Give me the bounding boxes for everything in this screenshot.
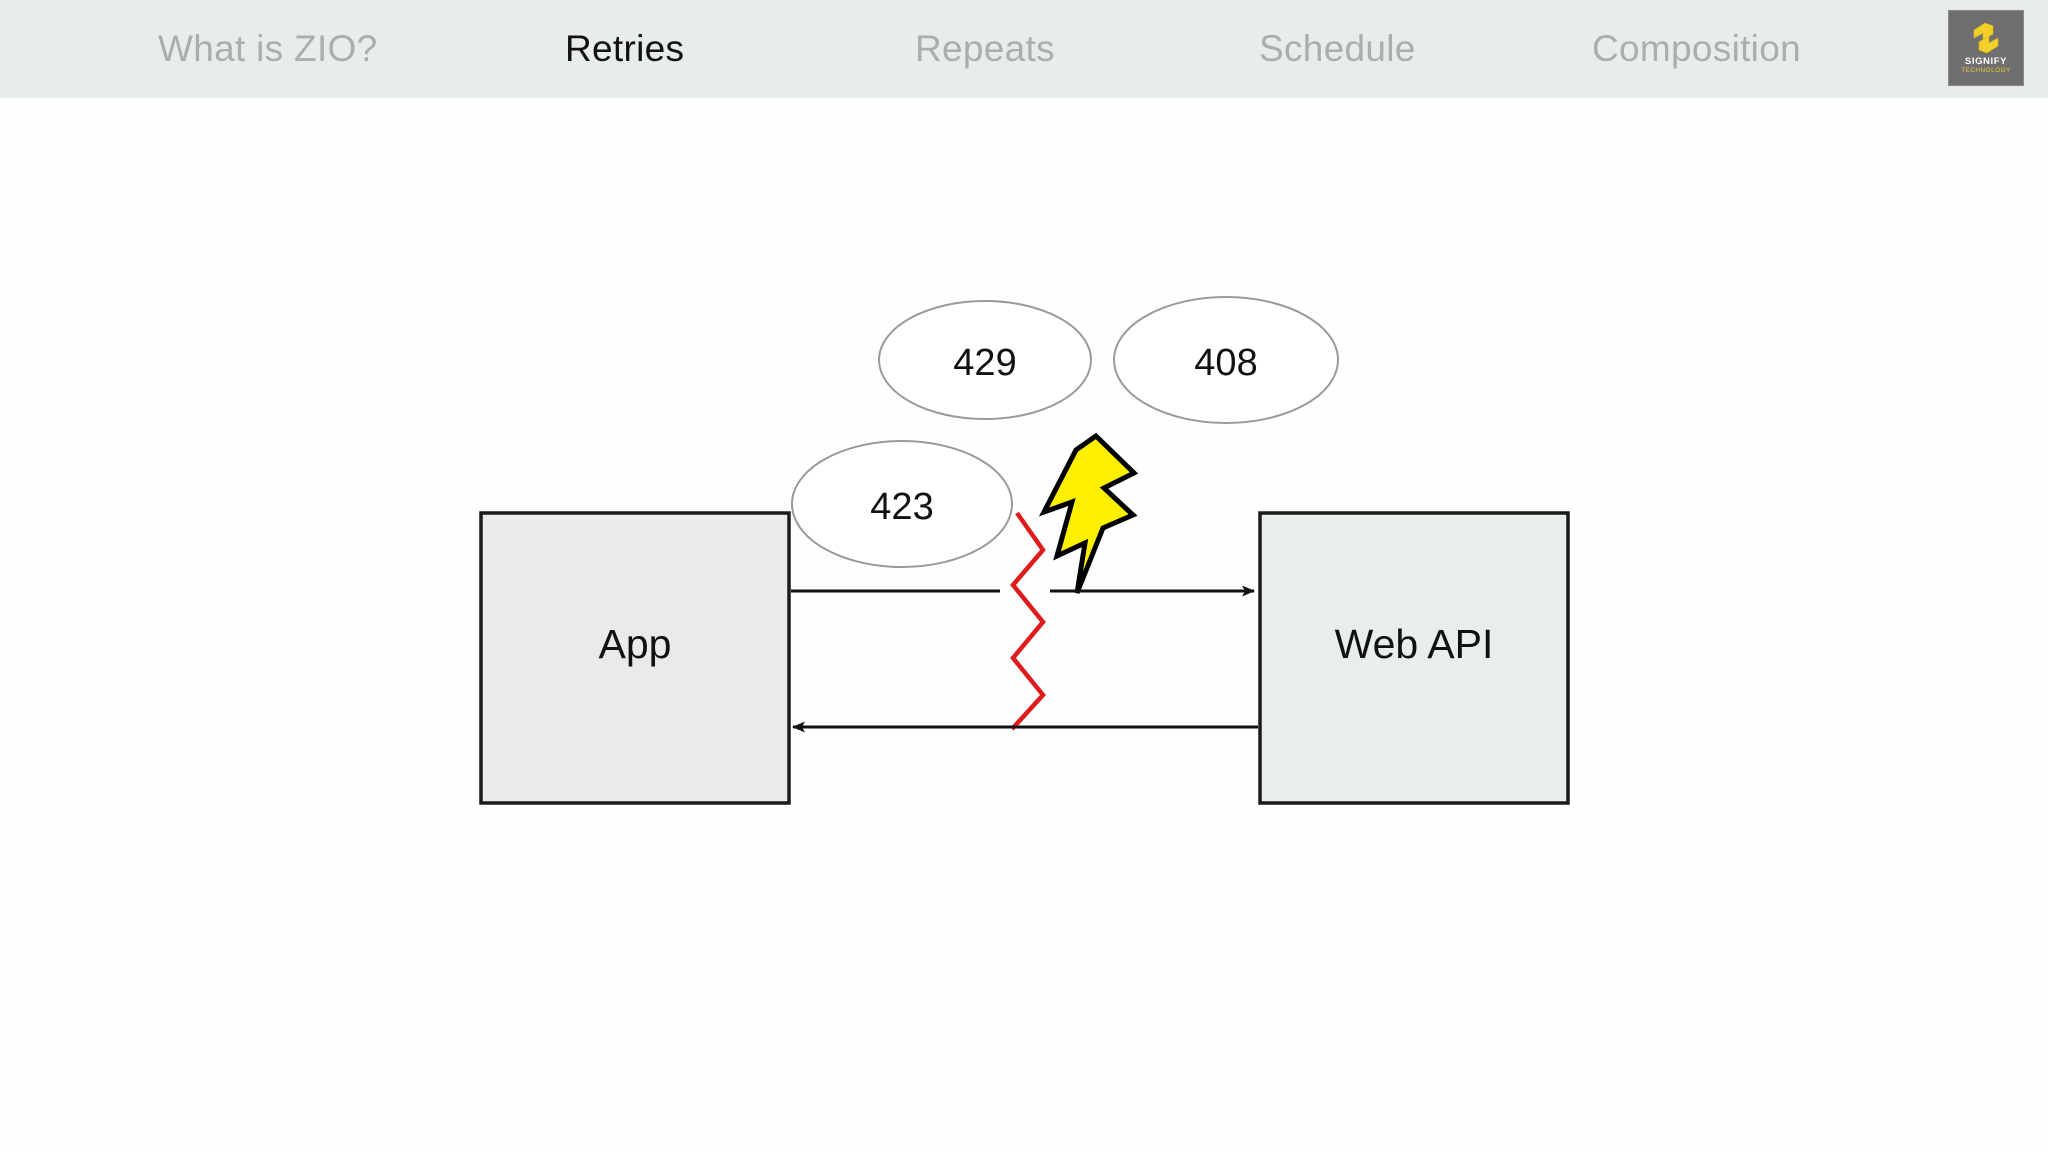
logo-subtitle: TECHNOLOGY xyxy=(1961,67,2011,75)
nav-item-schedule[interactable]: Schedule xyxy=(1259,28,1416,69)
status-code-408-label: 408 xyxy=(1194,342,1257,384)
status-code-429-label: 429 xyxy=(953,342,1016,384)
status-code-408: 408 xyxy=(1113,296,1339,424)
node-app[interactable]: App xyxy=(479,511,791,805)
node-app-label: App xyxy=(599,621,672,667)
nav-items-container: What is ZIO? Retries Repeats Schedule Co… xyxy=(0,0,1900,98)
top-navigation-bar: What is ZIO? Retries Repeats Schedule Co… xyxy=(0,0,2048,98)
connection-break-icon xyxy=(1010,511,1046,731)
nav-item-composition[interactable]: Composition xyxy=(1592,28,1801,69)
logo-name: SIGNIFY xyxy=(1964,56,2008,68)
node-web-api-label: Web API xyxy=(1335,621,1494,667)
nav-item-retries[interactable]: Retries xyxy=(565,28,685,69)
status-code-423: 423 xyxy=(791,440,1013,568)
lightning-bolt-icon xyxy=(1038,432,1139,594)
signify-double-chevron-icon xyxy=(1973,22,1999,54)
slide-canvas: 429 408 423 App Web API xyxy=(0,98,2048,1152)
nav-item-what-is-zio[interactable]: What is ZIO? xyxy=(158,28,378,69)
nav-item-repeats[interactable]: Repeats xyxy=(915,28,1055,69)
status-code-423-label: 423 xyxy=(870,486,933,528)
status-code-429: 429 xyxy=(878,300,1092,420)
node-web-api[interactable]: Web API xyxy=(1258,511,1570,805)
retries-diagram: 429 408 423 App Web API xyxy=(479,296,1570,805)
signify-logo[interactable]: SIGNIFY TECHNOLOGY xyxy=(1948,10,2024,86)
